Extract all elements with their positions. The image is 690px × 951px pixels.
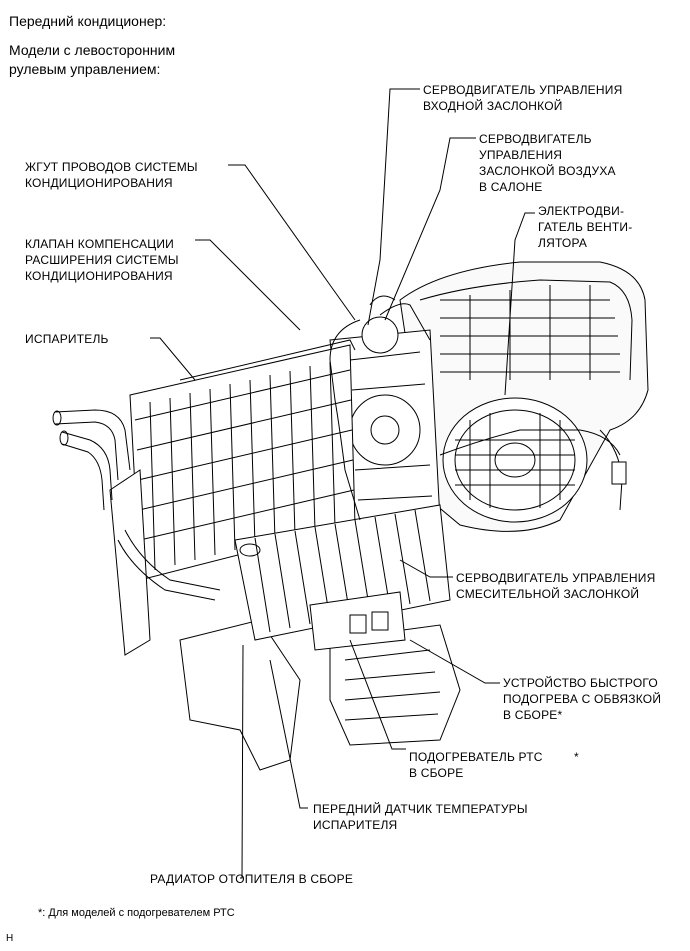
label-ptc-heater: ПОДОГРЕВАТЕЛЬ РТС В СБОРЕ: [409, 750, 543, 780]
footnote: *: Для моделей с подогревателем РТС: [38, 907, 235, 919]
leader-lines: [150, 88, 535, 879]
label-ptc-asterisk: *: [574, 750, 579, 764]
model-note-line2: рулевым управлением:: [9, 61, 161, 77]
label-intake-servo: СЕРВОДВИГАТЕЛЬ УПРАВЛЕНИЯ ВХОДНОЙ ЗАСЛОН…: [423, 83, 623, 113]
label-quick-heater: УСТРОЙСТВО БЫСТРОГО ПОДОГРЕВА С ОБВЯЗКОЙ…: [503, 676, 662, 722]
corner-mark: H: [6, 933, 14, 944]
section-title: Передний кондиционер:: [9, 13, 167, 29]
label-cabin-air-servo: СЕРВОДВИГАТЕЛЬ УПРАВЛЕНИЯ ЗАСЛОНКОЙ ВОЗД…: [479, 132, 616, 194]
model-note-line1: Модели с левосторонним: [9, 42, 176, 58]
heater-core: [234, 504, 451, 651]
label-mix-servo: СЕРВОДВИГАТЕЛЬ УПРАВЛЕНИЯ СМЕСИТЕЛЬНОЙ З…: [456, 571, 656, 601]
evaporator-core: [129, 339, 356, 581]
label-heater-core: РАДИАТОР ОТОПИТЕЛЯ В СБОРЕ: [150, 872, 354, 886]
wiring-harness: [329, 303, 621, 521]
blower-housing: [399, 261, 649, 532]
label-evaporator-temp-sensor: ПЕРЕДНИЙ ДАТЧИК ТЕМПЕРАТУРЫ ИСПАРИТЕЛЯ: [313, 802, 528, 832]
label-evaporator: ИСПАРИТЕЛЬ: [25, 332, 109, 346]
label-ac-harness: ЖГУТ ПРОВОДОВ СИСТЕМЫ КОНДИЦИОНИРОВАНИЯ: [25, 160, 198, 190]
label-blower-motor: ЭЛЕКТРОДВИ- ГАТЕЛЬ ВЕНТИ- ЛЯТОРА: [538, 204, 633, 250]
refrigerant-pipes: [52, 409, 221, 601]
label-expansion-valve: КЛАПАН КОМПЕНСАЦИИ РАСШИРЕНИЯ СИСТЕМЫ КО…: [25, 237, 179, 283]
